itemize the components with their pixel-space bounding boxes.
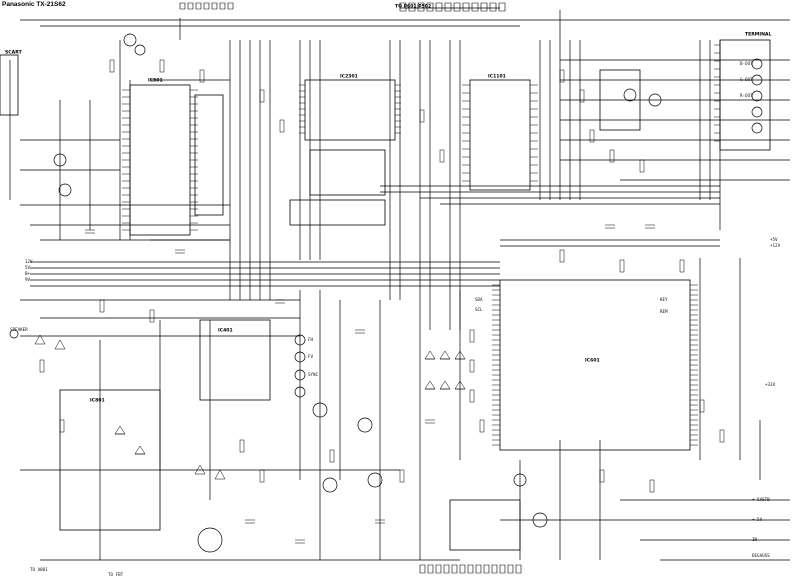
resistor bbox=[719, 429, 725, 443]
resistor bbox=[279, 119, 285, 133]
scart-label: SCART bbox=[5, 50, 23, 56]
speaker-label: SPEAKER bbox=[10, 327, 28, 332]
line-key: KEY bbox=[660, 297, 668, 302]
ic-eeprom-label: IC1101 bbox=[488, 74, 506, 80]
resistor bbox=[109, 59, 115, 73]
rail-5v: 5V bbox=[25, 265, 31, 270]
line-rem: REM bbox=[660, 309, 668, 314]
resistor bbox=[479, 419, 485, 433]
resistor bbox=[199, 69, 205, 83]
rail-bplus: B+ bbox=[25, 271, 31, 276]
warning-icon bbox=[54, 339, 66, 350]
resistor bbox=[699, 399, 705, 413]
rail-9v: 9V bbox=[25, 277, 31, 282]
resistor bbox=[579, 89, 585, 103]
line-g-out: G-OUT bbox=[740, 77, 753, 82]
diode bbox=[424, 350, 436, 360]
ic-vif-label: IC501 bbox=[148, 78, 163, 84]
out-in: IN bbox=[752, 537, 758, 542]
to-a801-label: TO A801 bbox=[30, 567, 48, 572]
resistor bbox=[99, 299, 105, 313]
top-connector-label: TO P601 P502 bbox=[395, 4, 431, 10]
capacitor bbox=[605, 224, 615, 229]
resistor bbox=[439, 149, 445, 163]
warning-icon bbox=[34, 334, 46, 345]
resistor bbox=[619, 259, 625, 273]
ic-horizontal-label: IC401 bbox=[218, 328, 233, 334]
resistor bbox=[599, 469, 605, 483]
resistor bbox=[399, 469, 405, 483]
rail-right-5v: +5V bbox=[770, 237, 778, 242]
ic-cpu-label: IC601 bbox=[585, 358, 600, 364]
line-sync: SYNC bbox=[308, 372, 319, 377]
resistor bbox=[589, 129, 595, 143]
capacitor bbox=[85, 229, 95, 234]
resistor bbox=[679, 259, 685, 273]
diode bbox=[454, 380, 466, 390]
resistor bbox=[59, 419, 65, 433]
capacitor bbox=[175, 249, 185, 254]
capacitor bbox=[645, 224, 655, 229]
resistor bbox=[559, 249, 565, 263]
resistor bbox=[39, 359, 45, 373]
diode bbox=[134, 445, 146, 455]
capacitor bbox=[245, 519, 255, 524]
out-5v: + 5V bbox=[752, 517, 763, 522]
line-fv: FV bbox=[308, 354, 314, 359]
warning-icon bbox=[214, 469, 226, 480]
resistor bbox=[159, 59, 165, 73]
resistor bbox=[419, 109, 425, 123]
resistor bbox=[259, 469, 265, 483]
resistor bbox=[649, 479, 655, 493]
capacitor bbox=[295, 539, 305, 544]
line-r-out: R-OUT bbox=[740, 93, 753, 98]
resistor bbox=[609, 149, 615, 163]
out-5vstb: + 5VSTB bbox=[752, 497, 770, 502]
diode bbox=[114, 425, 126, 435]
line-scl: SCL bbox=[475, 307, 483, 312]
diode bbox=[439, 380, 451, 390]
diode bbox=[454, 350, 466, 360]
resistor bbox=[469, 359, 475, 373]
resistor bbox=[149, 309, 155, 323]
resistor bbox=[469, 389, 475, 403]
line-fh: FH bbox=[308, 337, 314, 342]
line-sda: SDA bbox=[475, 297, 483, 302]
diode bbox=[439, 350, 451, 360]
out-degauss: DEGAUSS bbox=[752, 553, 770, 558]
capacitor bbox=[375, 519, 385, 524]
to-fbt-label: TO FBT bbox=[108, 572, 124, 577]
av-terminal-label: TERMINAL bbox=[745, 32, 771, 38]
capacitor bbox=[275, 299, 285, 304]
capacitor bbox=[425, 419, 435, 424]
resistor bbox=[469, 329, 475, 343]
capacitor bbox=[355, 329, 365, 334]
rail-12v: 12V bbox=[25, 259, 33, 264]
resistor bbox=[239, 439, 245, 453]
resistor bbox=[559, 69, 565, 83]
diode bbox=[424, 380, 436, 390]
ic-power-label: IC801 bbox=[90, 398, 105, 404]
line-b-out: B-OUT bbox=[740, 61, 753, 66]
rail-right-12v: +12V bbox=[770, 243, 781, 248]
rail-right-33v: +33V bbox=[765, 382, 776, 387]
resistor bbox=[329, 449, 335, 463]
warning-icon bbox=[194, 464, 206, 475]
diagram-title: Panasonic TX-21S62 bbox=[2, 1, 66, 8]
ic-audio-label: IC2301 bbox=[340, 74, 358, 80]
resistor bbox=[639, 159, 645, 173]
resistor bbox=[259, 89, 265, 103]
